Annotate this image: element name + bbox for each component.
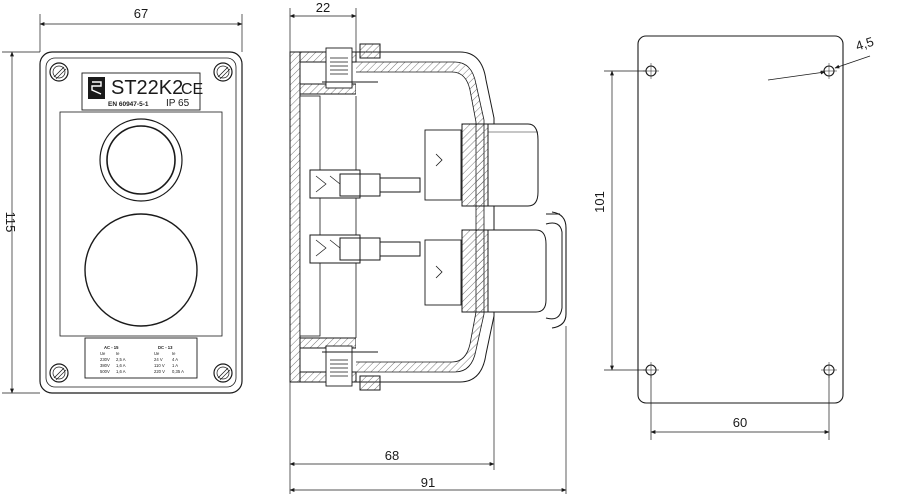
rating-row: 220 V [154,369,165,374]
rating-row: 110 V [154,363,165,368]
ip-rating-text: IP 65 [166,98,190,109]
button-actuator-upper [461,123,539,207]
rating-row: 380V [100,363,110,368]
rating-row: 24 V [154,357,163,362]
ac-col-ie: Ie [116,351,120,356]
front-view [39,51,243,394]
pushbutton-1 [106,125,176,195]
dim-hole-diameter: 4,5 [854,34,876,54]
contact-block-lower [309,234,462,306]
rating-plate [84,337,198,379]
model-text: ST22K2 [111,77,183,99]
mounting-dimensions [604,55,871,440]
dim-depth-lid: 22 [316,0,330,15]
corner-screw-tl [49,62,69,82]
rating-table: AC - 15 DC - 13 Ue Ie Ue Ie 230V 2,5 A 2… [100,345,184,374]
body-outline [356,51,495,383]
label-plate [81,72,201,111]
ce-mark: CE [181,81,203,98]
contact-block-upper [309,129,462,201]
dim-height-front: 115 [3,212,18,233]
logo-mark-icon [91,81,102,95]
dim-depth-total: 91 [421,475,435,490]
rating-row: 230V [100,357,110,362]
logo-icon [88,77,105,99]
ac-title: AC - 15 [104,345,119,350]
side-dimensions [289,8,567,494]
back-plate-outline [637,35,844,404]
bottom-screw [322,345,381,391]
front-housing-inner [45,57,237,388]
top-screw [322,43,381,89]
front-panel [59,111,223,337]
rating-row: 0,35 A [172,369,184,374]
rating-row: 1,6 A [116,363,126,368]
mushroom-button [84,213,198,327]
corner-screw-bl [49,363,69,383]
front-housing-outline [39,51,243,394]
dc-col-ie: Ie [172,351,176,356]
rating-row: 1,6 A [116,369,126,374]
dim-mount-width: 60 [733,415,747,430]
dc-title: DC - 13 [158,345,173,350]
rating-row: 1 A [172,363,178,368]
mounting-view [637,35,844,404]
pushbutton-1-ring [99,118,183,202]
rating-row: 500V [100,369,110,374]
dim-width-front: 67 [134,6,148,21]
corner-screw-tr [213,62,233,82]
dim-depth-body: 68 [385,448,399,463]
button-actuator-lower [461,211,567,329]
front-dimensions [2,14,243,394]
dc-col-ue: Ue [154,351,160,356]
mounting-rail [299,95,321,337]
side-view [289,43,567,391]
standard-text: EN 60947-5-1 [108,101,149,108]
dim-mount-height: 101 [592,191,607,213]
rating-row: 4 A [172,357,178,362]
rating-row: 2,5 A [116,357,126,362]
ac-col-ue: Ue [100,351,106,356]
lid-wall-left [289,51,301,383]
body-cavity [356,71,477,363]
corner-screw-br [213,363,233,383]
